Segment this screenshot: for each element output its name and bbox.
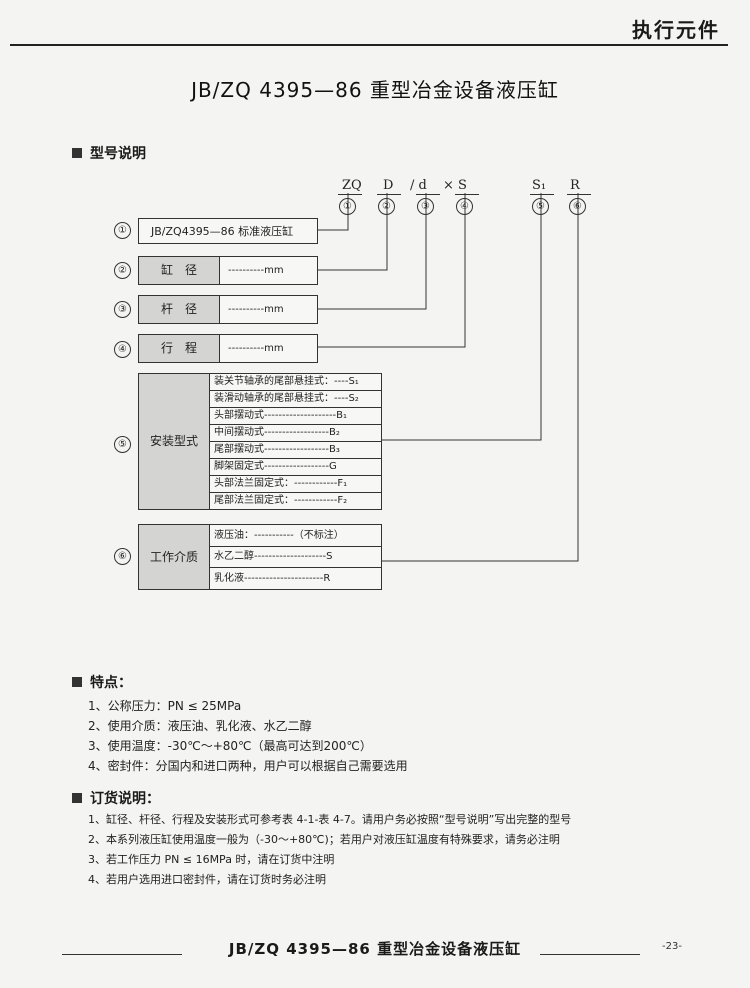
code-underline-4 — [455, 194, 479, 195]
code-marker-4: ④ — [456, 198, 473, 215]
code-rod-d: / d — [410, 178, 427, 193]
standard-box: JB/ZQ4395—86 标准液压缸 — [138, 218, 318, 244]
footer-title: JB/ZQ 4395—86 重型冶金设备液压缸 — [228, 940, 522, 958]
mounting-option: 脚架固定式------------------G — [210, 459, 381, 476]
page-title: JB/ZQ 4395—86 重型冶金设备液压缸 — [191, 78, 559, 102]
row-marker-4: ④ — [114, 341, 131, 358]
code-underline-5 — [530, 194, 554, 195]
medium-label: 工作介质 — [139, 525, 210, 589]
list-item: 1、公称压力：PN ≤ 25MPa — [88, 699, 242, 713]
list-item: 4、密封件：分国内和进口两种，用户可以根据自己需要选用 — [88, 759, 408, 773]
header-rule — [10, 44, 728, 46]
stroke-box: 行 程 ----------mm — [138, 334, 318, 363]
code-d: D — [383, 178, 394, 193]
rod-label: 杆 径 — [139, 296, 220, 323]
bore-box: 缸 径 ----------mm — [138, 256, 318, 285]
medium-option: 乳化液----------------------R — [214, 573, 331, 584]
mounting-option: 头部摆动式--------------------B₁ — [210, 408, 381, 425]
square-bullet-icon — [72, 793, 82, 803]
code-marker-2: ② — [378, 198, 395, 215]
code-underline-1 — [338, 194, 362, 195]
code-marker-3: ③ — [417, 198, 434, 215]
code-underline-6 — [567, 194, 591, 195]
code-s1: S₁ — [532, 178, 547, 193]
bore-label: 缸 径 — [139, 257, 220, 284]
stroke-label: 行 程 — [139, 335, 220, 362]
list-item: 4、若用户选用进口密封件，请在订货时务必注明 — [88, 873, 326, 886]
mounting-option: 装滑动轴承的尾部悬挂式：----S₂ — [210, 391, 381, 408]
mounting-label: 安装型式 — [139, 374, 210, 509]
mounting-options: 装关节轴承的尾部悬挂式：----S₁ 装滑动轴承的尾部悬挂式：----S₂ 头部… — [210, 374, 381, 509]
code-underline-3 — [416, 194, 440, 195]
features-list: 1、公称压力：PN ≤ 25MPa 2、使用介质：液压油、乳化液、水乙二醇 3、… — [88, 696, 408, 776]
medium-options: 液压油：-----------（不标注） 水乙二醇---------------… — [210, 525, 381, 589]
medium-option: 液压油：-----------（不标注） — [210, 525, 381, 547]
rod-box: 杆 径 ----------mm — [138, 295, 318, 324]
page-number: -23- — [662, 941, 682, 952]
row-marker-3: ③ — [114, 301, 131, 318]
list-item: 2、使用介质：液压油、乳化液、水乙二醇 — [88, 719, 312, 733]
list-item: 2、本系列液压缸使用温度一般为（-30～+80℃)；若用户对液压缸温度有特殊要求… — [88, 833, 560, 846]
code-r: R — [570, 178, 580, 193]
connector-line-2 — [316, 193, 388, 271]
code-stroke-s: × S — [443, 178, 467, 193]
row-marker-1: ① — [114, 222, 131, 239]
list-item: 1、缸径、杆径、行程及安装形式可参考表 4-1-表 4-7。请用户务必按照“型号… — [88, 813, 572, 826]
mounting-option: 尾部法兰固定式：------------F₂ — [214, 495, 348, 506]
row-marker-5: ⑤ — [114, 436, 131, 453]
code-underline-2 — [377, 194, 401, 195]
mounting-option: 中间摆动式------------------B₂ — [210, 425, 381, 442]
rod-value-field: ----------mm — [228, 304, 284, 315]
mounting-option: 头部法兰固定式：------------F₁ — [210, 476, 381, 493]
code-zq: ZQ — [342, 178, 362, 193]
standard-label: JB/ZQ4395—86 标准液压缸 — [151, 225, 294, 238]
medium-box: 工作介质 液压油：-----------（不标注） 水乙二醇----------… — [138, 524, 382, 590]
model-section-heading: 型号说明 — [72, 143, 146, 163]
square-bullet-icon — [72, 148, 82, 158]
code-marker-5: ⑤ — [532, 198, 549, 215]
connector-line-3 — [316, 193, 427, 310]
bore-value-field: ----------mm — [228, 265, 284, 276]
square-bullet-icon — [72, 677, 82, 687]
ordering-list: 1、缸径、杆径、行程及安装形式可参考表 4-1-表 4-7。请用户务必按照“型号… — [88, 810, 571, 890]
header-section-title: 执行元件 — [632, 18, 720, 42]
mounting-option: 尾部摆动式------------------B₃ — [210, 442, 381, 459]
connector-line-4 — [316, 193, 466, 348]
list-item: 3、若工作压力 PN ≤ 16MPa 时，请在订货中注明 — [88, 853, 335, 866]
medium-option: 水乙二醇--------------------S — [210, 547, 381, 568]
footer-rule-right — [540, 954, 640, 955]
row-marker-2: ② — [114, 262, 131, 279]
ordering-heading: 订货说明： — [72, 788, 160, 808]
features-heading: 特点： — [72, 672, 132, 692]
code-marker-6: ⑥ — [569, 198, 586, 215]
footer-rule-left — [62, 954, 182, 955]
row-marker-6: ⑥ — [114, 548, 131, 565]
code-marker-1: ① — [339, 198, 356, 215]
mounting-box: 安装型式 装关节轴承的尾部悬挂式：----S₁ 装滑动轴承的尾部悬挂式：----… — [138, 373, 382, 510]
connector-line-6 — [380, 193, 579, 562]
stroke-value-field: ----------mm — [228, 343, 284, 354]
list-item: 3、使用温度：-30℃～+80℃（最高可达到200℃） — [88, 739, 372, 753]
mounting-option: 装关节轴承的尾部悬挂式：----S₁ — [210, 374, 381, 391]
connector-line-5 — [380, 193, 542, 441]
